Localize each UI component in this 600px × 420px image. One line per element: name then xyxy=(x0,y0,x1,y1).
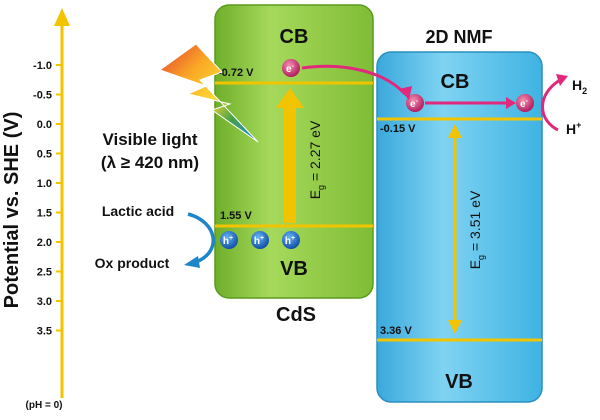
svg-text:h+: h+ xyxy=(254,235,264,247)
axis-tick-label: -0.5 xyxy=(33,90,52,102)
hole-2: h+ xyxy=(251,231,269,249)
transfer-arrowhead-2 xyxy=(506,97,516,109)
cds-name: CdS xyxy=(276,304,316,326)
transfer-arrow-cds-to-nmf xyxy=(301,64,407,96)
axis-tick-label: 0.0 xyxy=(37,119,52,131)
lightning-bolt-icon xyxy=(158,43,259,143)
nmf-box xyxy=(376,51,543,403)
svg-text:e-: e- xyxy=(520,98,529,110)
nmf-bandgap-arrowhead-bottom xyxy=(448,320,462,334)
axis-tick-label: -1.0 xyxy=(33,60,52,72)
cds-block: CB VB -0.72 V 1.55 V Eg = 2.27 eV CdS xyxy=(214,4,374,326)
cds-electron: e- xyxy=(282,59,300,77)
oxidation-arrow xyxy=(187,212,215,264)
svg-text:e-: e- xyxy=(410,98,419,110)
nmf-vb-potential: 3.36 V xyxy=(380,325,412,337)
nmf-electron-1: e- xyxy=(406,94,424,112)
axis-tick-label: 2.5 xyxy=(37,267,52,279)
oxidation-arrowhead xyxy=(184,256,200,268)
axis-tick-label: 2.0 xyxy=(37,237,52,249)
cds-vb-potential: 1.55 V xyxy=(220,210,252,222)
cds-excitation-arrowhead xyxy=(276,88,304,108)
cds-excitation-arrow-shaft xyxy=(284,108,296,223)
nmf-electron-2: e- xyxy=(516,94,534,112)
nmf-cb-label: CB xyxy=(441,71,470,93)
nmf-cb-potential: -0.15 V xyxy=(380,123,416,135)
visible-light-label: Visible light xyxy=(102,130,197,149)
nmf-block: 2D NMF CB VB -0.15 V 3.36 V Eg = 3.51 eV xyxy=(376,27,543,403)
axis-tick-label: 1.5 xyxy=(37,208,52,220)
axis-ticks: -1.0 -0.5 0.0 0.5 1.0 1.5 2.0 2.5 3.0 3.5 xyxy=(33,60,62,338)
svg-text:e-: e- xyxy=(286,63,295,75)
cds-cb-potential: -0.72 V xyxy=(218,67,254,79)
ph-footnote: (pH = 0) xyxy=(26,400,63,411)
cds-cb-label: CB xyxy=(280,26,309,48)
axis-tick-label: 1.0 xyxy=(37,178,52,190)
svg-text:h+: h+ xyxy=(285,235,295,247)
axis-tick-label: 0.5 xyxy=(37,149,52,161)
lactic-acid-label: Lactic acid xyxy=(102,203,174,219)
nmf-bandgap-label: Eg = 3.51 eV xyxy=(467,190,486,269)
nmf-vb-label: VB xyxy=(445,371,473,393)
axis-arrowhead xyxy=(54,8,70,26)
h2-evolution-arrow xyxy=(541,78,561,132)
ox-product-label: Ox product xyxy=(95,255,170,271)
h2-label: H2 xyxy=(572,77,587,96)
hole-1: h+ xyxy=(220,231,238,249)
axis-tick-label: 3.0 xyxy=(37,296,52,308)
transfer-arrowhead-1 xyxy=(399,86,412,100)
h2-evolution-arrowhead xyxy=(556,74,568,86)
axis-tick-label: 3.5 xyxy=(37,326,52,338)
nmf-name: 2D NMF xyxy=(426,27,493,47)
potential-axis: -1.0 -0.5 0.0 0.5 1.0 1.5 2.0 2.5 3.0 3.5 Potenti… xyxy=(1,8,70,411)
hplus-label: H+ xyxy=(566,120,581,137)
wavelength-label: (λ ≥ 420 nm) xyxy=(101,153,199,172)
axis-title: Potential vs. SHE (V) xyxy=(1,112,23,309)
svg-text:h+: h+ xyxy=(223,235,233,247)
hole-3: h+ xyxy=(282,231,300,249)
nmf-bandgap-arrowhead-top xyxy=(448,124,462,138)
cds-bandgap-label: Eg = 2.27 eV xyxy=(307,120,326,199)
cds-vb-label: VB xyxy=(280,258,308,280)
